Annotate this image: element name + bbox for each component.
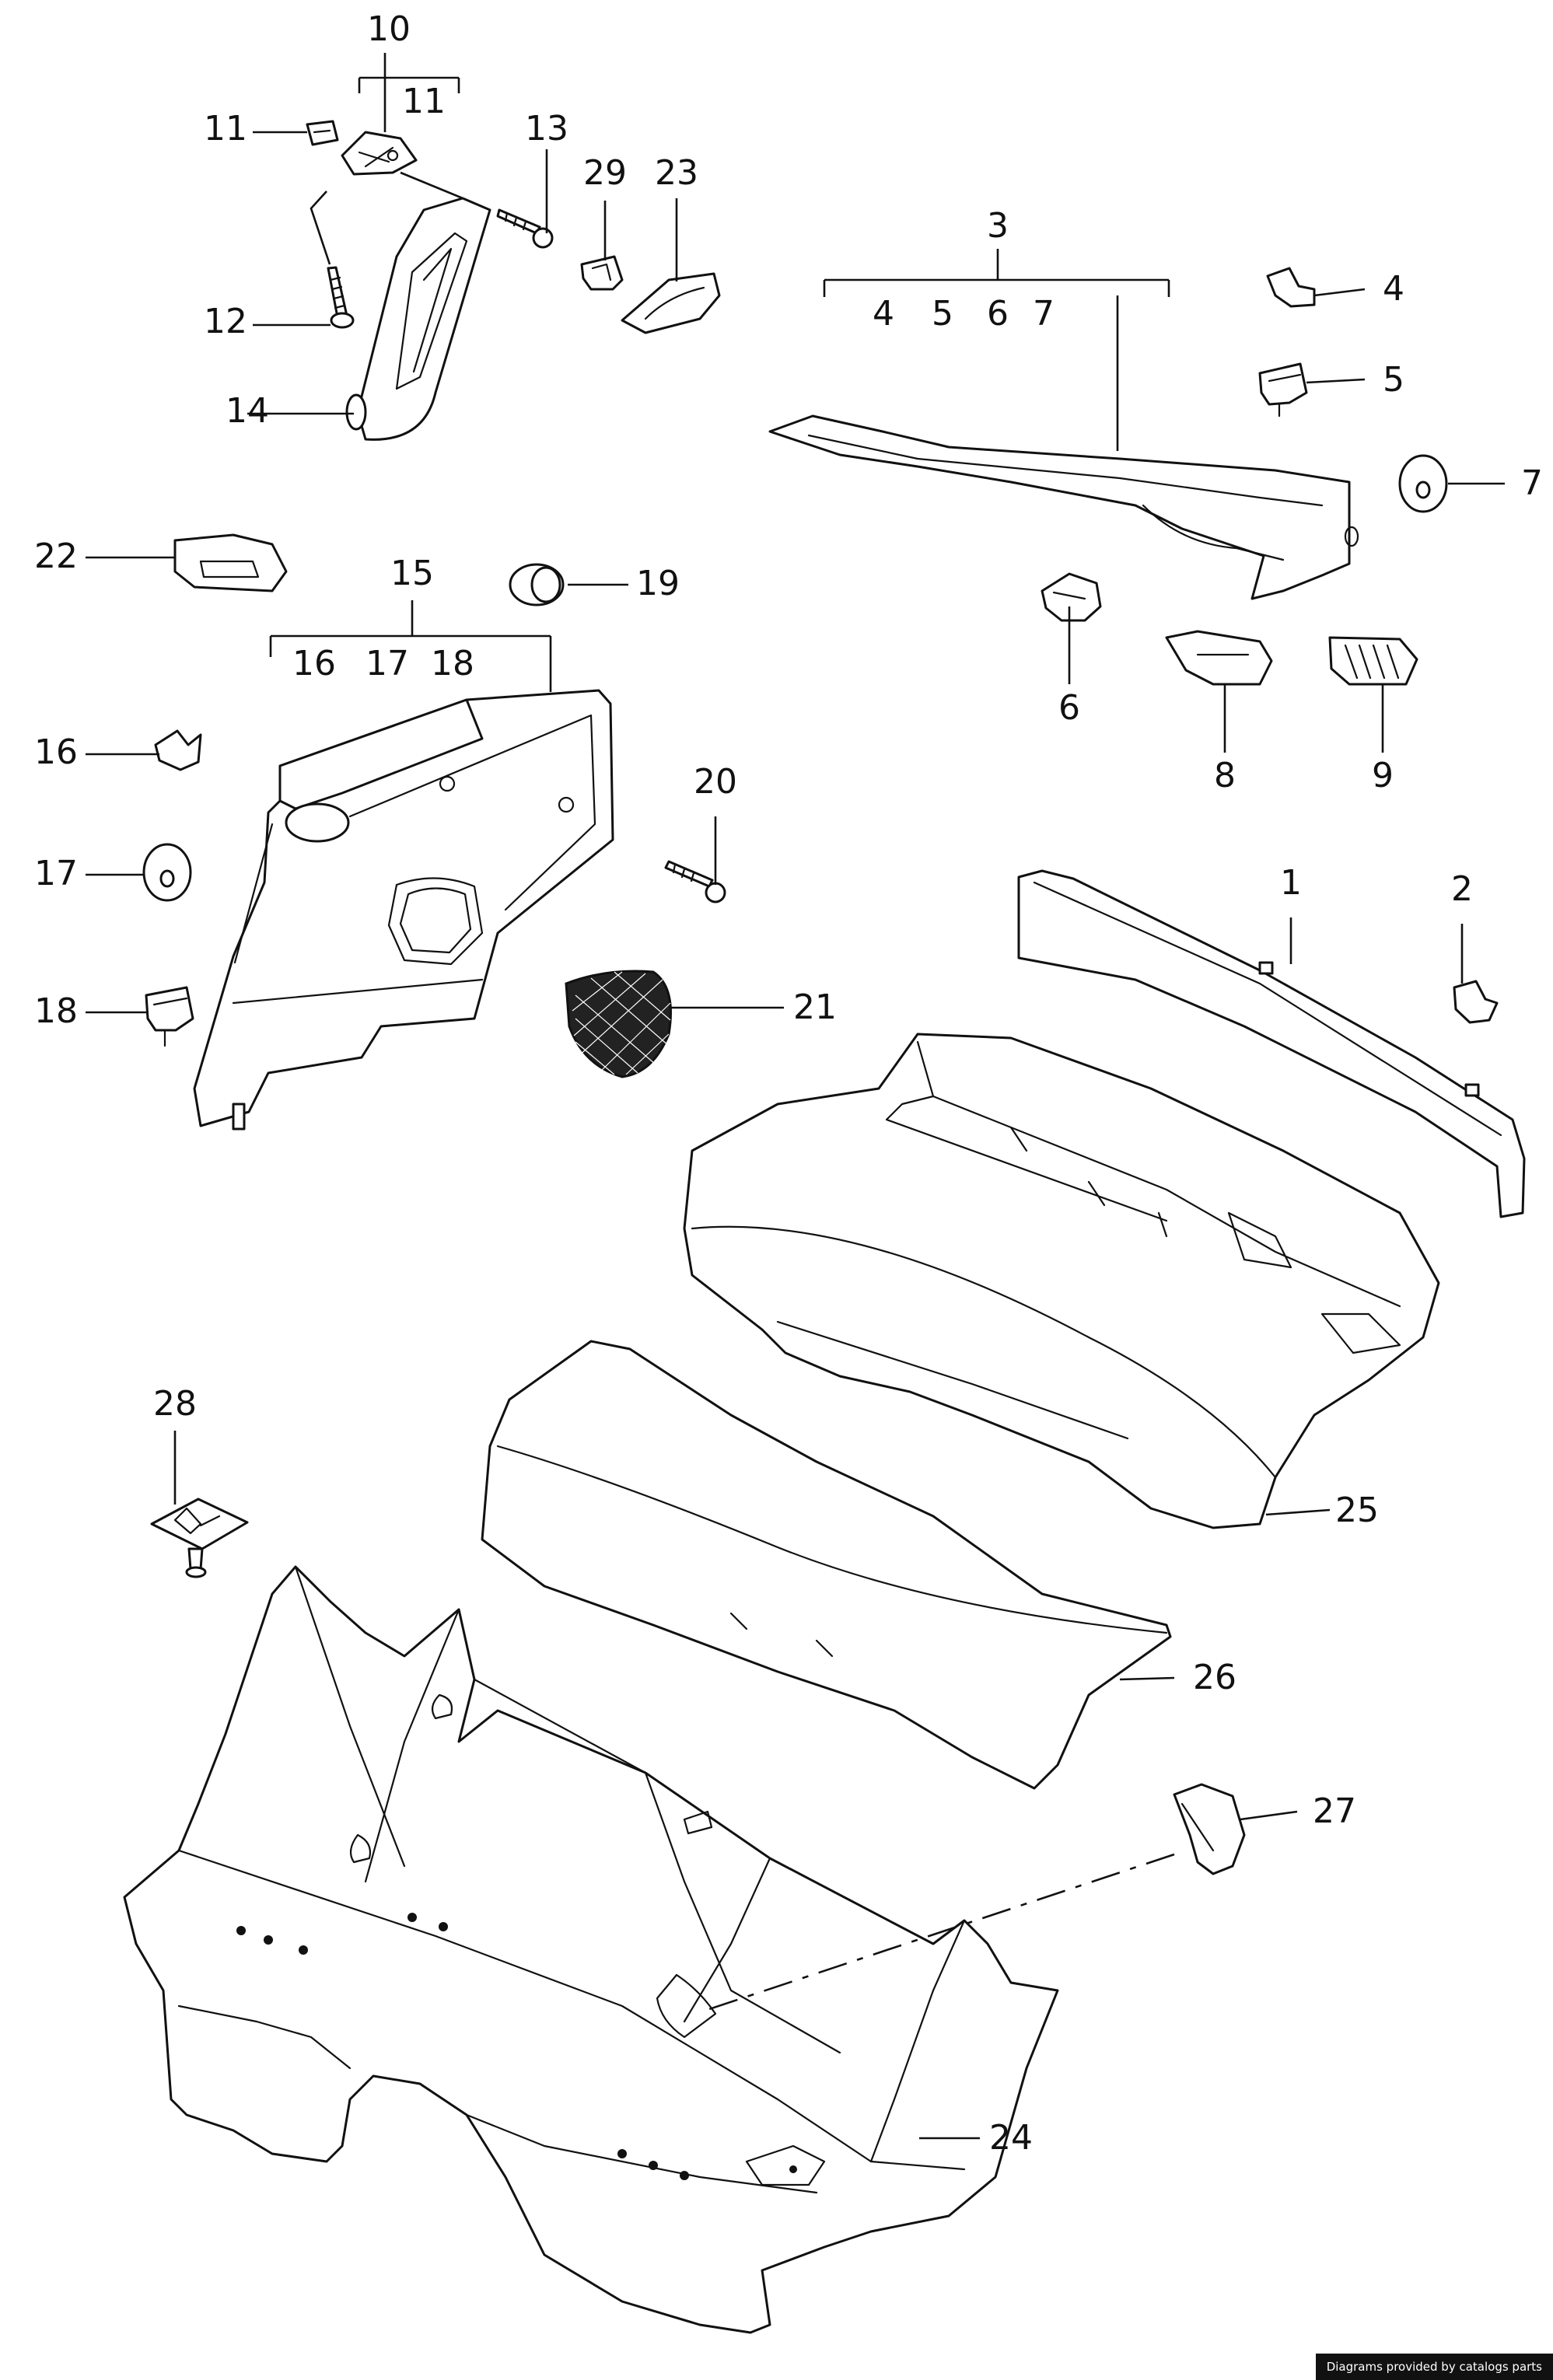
callout-8: 8 [1214, 756, 1236, 795]
group-3-member-6: 6 [987, 294, 1009, 334]
group-bracket-3 [823, 249, 1170, 451]
part-9-vent-grille [1328, 636, 1418, 686]
group-10-member: 11 [402, 82, 446, 121]
part-12-screw [327, 266, 355, 329]
callout-4: 4 [1383, 269, 1404, 309]
part-21-mesh-cover [565, 970, 672, 1078]
part-28-fastener [150, 1498, 249, 1578]
group-15-member-16: 16 [292, 644, 336, 683]
callout-7: 7 [1521, 463, 1543, 503]
part-17-washer [142, 843, 192, 902]
callout-22: 22 [34, 536, 78, 576]
callout-14: 14 [226, 391, 269, 431]
callout-15: 15 [390, 554, 434, 593]
part-29-clip [580, 255, 624, 291]
screw-12-assembly-line [310, 190, 331, 265]
callout-9: 9 [1372, 756, 1394, 795]
callout-26: 26 [1193, 1658, 1236, 1697]
part-7-washer [1398, 454, 1448, 513]
group-15-member-17: 17 [366, 644, 409, 683]
group-bracket-15 [269, 600, 552, 692]
part-2-clip [1453, 980, 1499, 1024]
part-4-clip [1266, 267, 1316, 308]
callout-24: 24 [989, 2118, 1033, 2158]
part-15-side-trim-panel [193, 689, 614, 1131]
part-1-parcel-shelf-edge [1017, 869, 1526, 1218]
part-23-cover-cap [621, 272, 721, 334]
part-19-grommet [509, 563, 565, 606]
part-10-bracket [341, 131, 418, 176]
callout-25: 25 [1335, 1491, 1379, 1530]
part-22-trim-cap [173, 533, 288, 592]
group-15-member-18: 18 [431, 644, 474, 683]
part-8-bracket [1165, 630, 1273, 686]
group-3-member-4: 4 [873, 294, 894, 334]
leader-lines [86, 131, 1505, 2140]
callout-1: 1 [1280, 863, 1302, 903]
callout-5: 5 [1383, 360, 1404, 400]
callout-13: 13 [525, 109, 568, 149]
callout-12: 12 [204, 302, 247, 341]
part-18-clip [145, 986, 194, 1047]
callout-16: 16 [34, 732, 78, 772]
callout-6: 6 [1058, 688, 1080, 728]
callout-28: 28 [153, 1384, 197, 1424]
callout-23: 23 [655, 153, 698, 193]
part-24-floor-carpet [123, 1565, 1059, 2334]
callout-20: 20 [694, 762, 737, 802]
group-3-member-7: 7 [1033, 294, 1055, 334]
part-5-clip [1258, 362, 1308, 418]
callout-21: 21 [793, 987, 837, 1027]
cover-27-assembly-line [699, 1853, 1175, 2014]
part-20-screw [664, 860, 726, 903]
screw-13-assembly-line [400, 171, 463, 200]
callout-17: 17 [34, 854, 78, 893]
callout-2: 2 [1451, 869, 1473, 909]
part-25-parcel-shelf [683, 1033, 1440, 1529]
callout-27: 27 [1313, 1791, 1356, 1831]
callout-11: 11 [204, 109, 247, 149]
callout-10: 10 [367, 9, 411, 49]
part-14-pillar-trim [345, 197, 491, 441]
callout-29: 29 [583, 153, 627, 193]
callout-3: 3 [987, 206, 1009, 246]
callout-19: 19 [636, 564, 680, 603]
callout-18: 18 [34, 991, 78, 1031]
part-13-screw [496, 208, 554, 249]
group-3-member-5: 5 [932, 294, 953, 334]
part-11-clip [306, 120, 339, 146]
credit-banner: Diagrams provided by catalogs parts [1315, 2354, 1553, 2380]
part-16-clip [154, 729, 202, 771]
part-3-rear-upper-trim [768, 414, 1359, 600]
part-6-clip [1041, 572, 1102, 622]
part-27-cover [1173, 1783, 1246, 1875]
part-26-rear-panel [481, 1340, 1172, 1790]
group-bracket-10 [358, 53, 460, 132]
